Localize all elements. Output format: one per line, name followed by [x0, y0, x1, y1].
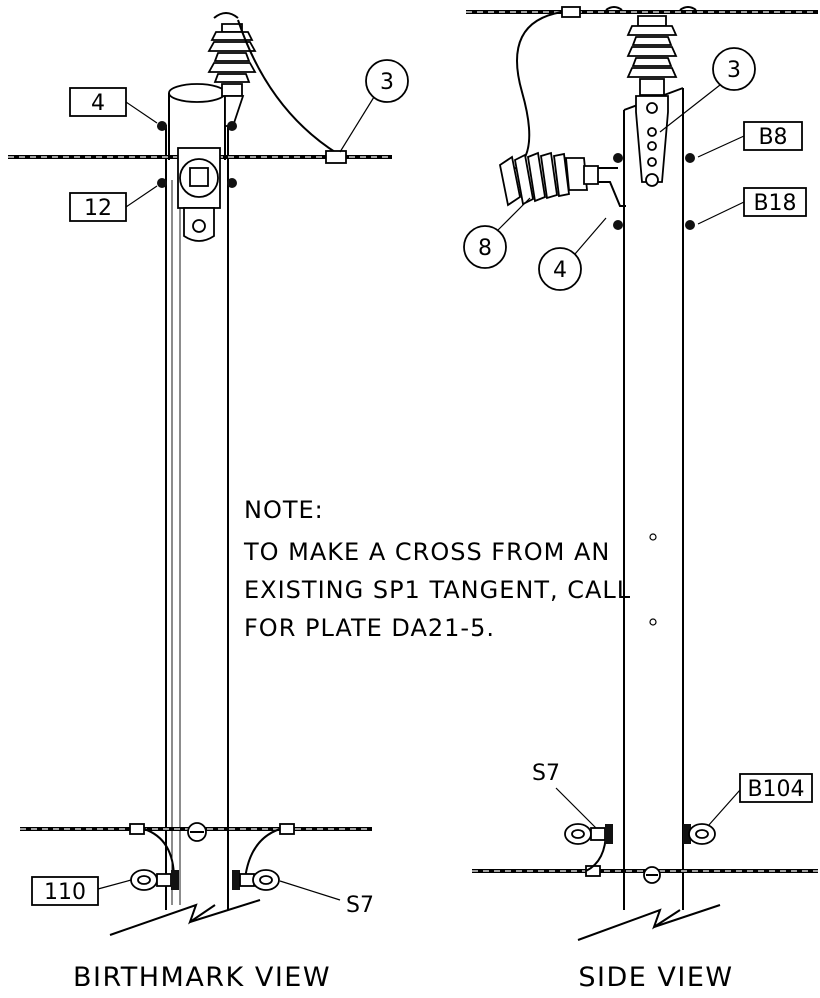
left-callout-s7-label: S7: [346, 893, 374, 918]
left-break-line: [109, 899, 261, 936]
right-callout-b18: B18: [697, 187, 807, 225]
left-callout-3: 3: [339, 59, 409, 153]
side-view-title: SIDE VIEW: [578, 962, 733, 993]
right-callout-b8-label: B8: [758, 125, 787, 150]
left-callout-s7: S7: [279, 880, 374, 918]
birthmark-view: 4 12 3 110 S7: [8, 12, 409, 936]
right-pole-bracket: [613, 95, 695, 230]
right-callout-b104-label: B104: [747, 777, 804, 802]
right-callout-4: 4: [538, 217, 607, 291]
right-callout-b8: B8: [697, 121, 803, 158]
right-jumper-wire: [506, 11, 563, 173]
note-block: NOTE: TO MAKE A CROSS FROM AN EXISTING S…: [243, 496, 631, 642]
left-spool-bolt: [130, 869, 179, 891]
note-line-2: EXISTING SP1 TANGENT, CALL: [244, 576, 631, 604]
left-callout-4: 4: [69, 87, 158, 124]
right-callout-b104: B104: [707, 773, 813, 827]
left-callout-110: 110: [31, 876, 132, 906]
right-callout-8-label: 8: [478, 236, 492, 261]
right-bottom-conductor: [472, 830, 818, 884]
left-callout-4-label: 4: [91, 91, 105, 116]
right-spool-bolt-s7: [564, 823, 613, 845]
left-callout-3-label: 3: [380, 70, 394, 95]
right-callout-4-label: 4: [553, 258, 567, 283]
right-callout-s7-label: S7: [532, 761, 560, 786]
left-callout-12-label: 12: [84, 196, 112, 221]
right-callout-b18-label: B18: [753, 191, 796, 216]
right-top-conductor: [466, 6, 818, 18]
right-break-line: [577, 904, 721, 941]
right-callout-8: 8: [463, 197, 531, 269]
left-callout-12: 12: [69, 185, 158, 222]
left-pole: [165, 83, 229, 910]
left-insulator: [207, 12, 339, 155]
birthmark-view-title: BIRTHMARK VIEW: [73, 962, 331, 993]
right-eyebolt-b104: [683, 823, 716, 845]
right-pole: [623, 87, 684, 910]
side-view: 3 B8 B18 8 4 S7: [463, 6, 818, 941]
right-callout-3-label: 3: [727, 58, 741, 83]
note-heading: NOTE:: [244, 496, 324, 524]
right-top-insulator: [626, 15, 678, 96]
note-line-3: FOR PLATE DA21-5.: [244, 614, 495, 642]
left-callout-110-label: 110: [44, 880, 86, 905]
note-line-1: TO MAKE A CROSS FROM AN: [243, 538, 610, 566]
right-side-insulator: [498, 151, 626, 207]
right-callout-s7: S7: [532, 761, 597, 829]
left-spool-bolt-s7: [232, 869, 280, 891]
left-lower-conductor: [20, 822, 372, 880]
right-callout-3: 3: [659, 47, 756, 133]
left-pole-bracket: [157, 121, 237, 242]
